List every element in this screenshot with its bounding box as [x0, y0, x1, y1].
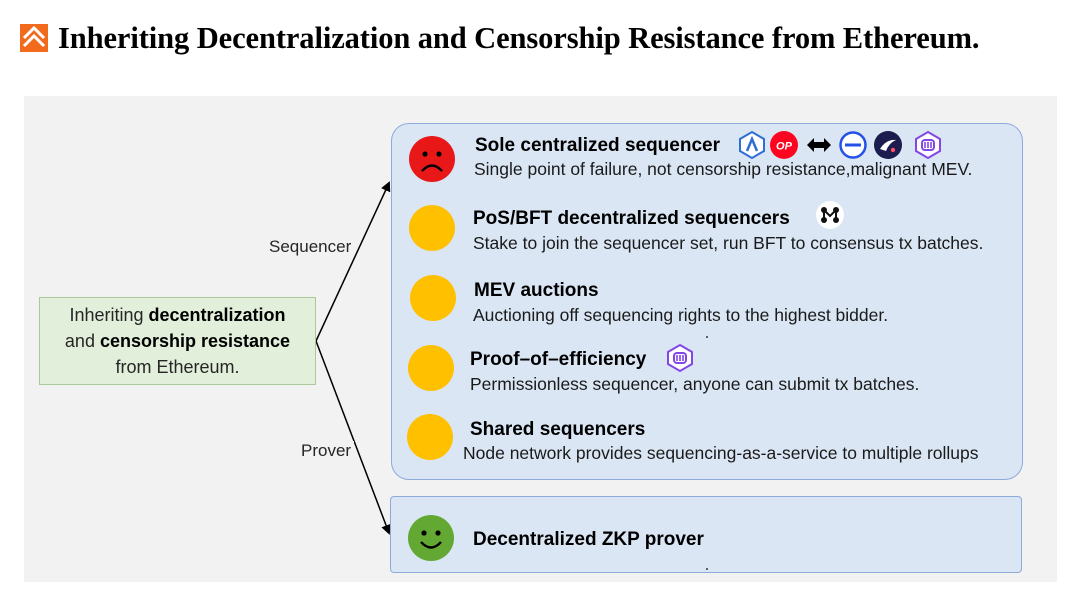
pos-network-icon	[816, 201, 844, 229]
page-title: Inheriting Decentralization and Censorsh…	[58, 20, 980, 55]
optimism-icon-label: OP	[776, 141, 793, 153]
stray-dot	[706, 568, 708, 570]
sad-face-icon	[409, 136, 455, 182]
option-proof-of-efficiency-description: Permissionless sequencer, anyone can sub…	[470, 374, 920, 394]
arbitrum-icon	[739, 130, 765, 160]
prover-edge-label: Prover	[298, 441, 355, 461]
option-proof-of-efficiency-title: Proof–of–efficiency	[470, 349, 647, 370]
starknet-icon	[874, 131, 902, 159]
neutral-face-icon	[410, 275, 456, 321]
root-node: Inheriting decentralization and censorsh…	[39, 297, 316, 385]
root-decentralization-bold: decentralization	[148, 305, 286, 325]
optimism-icon: OP	[770, 131, 798, 159]
espresso-icon	[915, 130, 941, 160]
option-sole-centralized-title: Sole centralized sequencer	[475, 135, 720, 156]
prover-title: Decentralized ZKP prover	[473, 529, 704, 550]
option-sole-centralized-description: Single point of failure, not censorship …	[474, 159, 973, 179]
option-mev-auctions-description: Auctioning off sequencing rights to the …	[473, 305, 889, 325]
sequencer-edge-label: Sequencer	[266, 237, 355, 257]
option-pos-bft-title: PoS/BFT decentralized sequencers	[473, 208, 790, 229]
option-pos-bft-description: Stake to join the sequencer set, run BFT…	[473, 233, 984, 253]
option-shared-sequencers-description: Node network provides sequencing-as-a-se…	[463, 443, 979, 463]
polygon-zkevm-icon	[839, 131, 867, 159]
happy-face-icon	[408, 515, 454, 561]
sequencer-arrow	[315, 181, 391, 342]
title-row: Inheriting Decentralization and Censorsh…	[20, 14, 980, 62]
zksync-icon	[807, 138, 831, 152]
option-mev-auctions-title: MEV auctions	[474, 280, 599, 301]
brand-logo-icon	[20, 24, 48, 52]
neutral-face-icon	[407, 414, 453, 460]
prover-arrow	[315, 340, 391, 535]
root-line-1: Inheriting decentralization	[69, 302, 285, 328]
prover-box	[390, 496, 1022, 573]
stray-dot	[706, 336, 708, 338]
root-line-1-text: Inheriting	[69, 305, 149, 325]
option-shared-sequencers-title: Shared sequencers	[470, 419, 646, 440]
root-censorship-bold: censorship resistance	[99, 331, 291, 351]
root-line-2: and censorship resistance	[65, 328, 290, 354]
sequencer-options-box	[391, 123, 1023, 480]
polygon-icon	[667, 343, 693, 373]
root-line-3: from Ethereum.	[115, 357, 240, 377]
neutral-face-icon	[409, 205, 455, 251]
root-line-2-text: and	[64, 331, 100, 351]
neutral-face-icon	[408, 345, 454, 391]
